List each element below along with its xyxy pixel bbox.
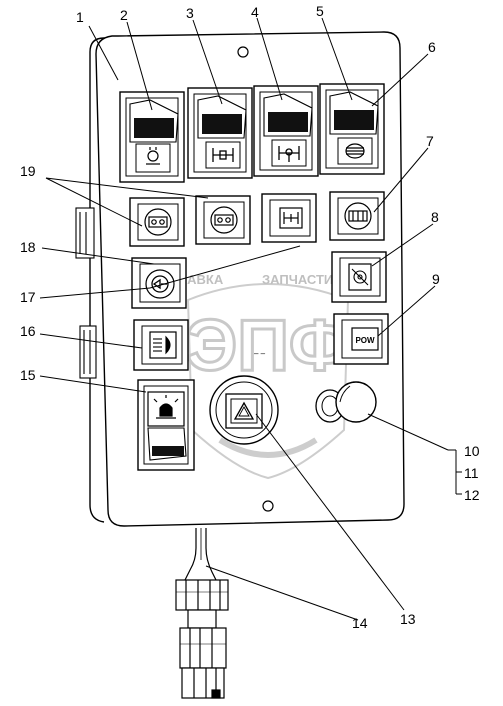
callout-15: 15 [20, 367, 36, 383]
watermark-line1: ЛАВКА [178, 272, 224, 287]
rocker-switch-3[interactable] [187, 87, 253, 179]
callout-5: 5 [316, 3, 324, 19]
axle-symbol-icon [148, 216, 168, 228]
button-diff-lock-small[interactable] [261, 193, 317, 243]
hazard-triangle-icon [233, 401, 255, 420]
button-19-left[interactable] [129, 197, 185, 247]
button-19-right[interactable] [195, 195, 251, 245]
callout-19: 19 [20, 163, 36, 179]
callout-8: 8 [431, 209, 439, 225]
watermark-big: ЭПФ [186, 306, 350, 386]
callout-12: 12 [464, 487, 480, 503]
callout-13: 13 [400, 611, 416, 627]
callout-17: 17 [20, 289, 36, 305]
pow-icon: POW [355, 336, 375, 345]
button-9[interactable]: POW [333, 313, 389, 365]
gearbox-symbol-icon [348, 210, 368, 222]
callout-6: 6 [428, 39, 436, 55]
callout-10: 10 [464, 443, 480, 459]
callout-2: 2 [120, 7, 128, 23]
rear-fog-icon [345, 143, 365, 159]
filter-icon [351, 268, 369, 286]
axle-lock-icon [212, 148, 234, 162]
callout-labels: 1 2 3 4 5 6 7 8 9 10 11 12 13 14 15 16 1… [20, 3, 480, 631]
mounting-hole-top [237, 46, 249, 58]
hazard-button-13[interactable] [209, 375, 279, 445]
button-18[interactable] [131, 257, 187, 309]
emergency-stop-button-10[interactable] [315, 381, 377, 423]
callout-4: 4 [251, 4, 259, 20]
cable-connector [175, 528, 229, 699]
rocker-switch-5[interactable] [319, 83, 385, 175]
callout-7: 7 [426, 133, 434, 149]
mounting-hole-bottom [262, 500, 274, 512]
callout-9: 9 [432, 271, 440, 287]
callout-1: 1 [76, 9, 84, 25]
callout-11: 11 [464, 465, 479, 481]
differential-lock-icon [278, 146, 300, 162]
callout-3: 3 [186, 5, 194, 21]
cab-light-icon [146, 147, 160, 165]
pow-label: POW [355, 336, 375, 345]
headlamp-icon [153, 335, 171, 355]
watermark: ЛАВКА ЗАПЧАСТИ ЭПФ [178, 272, 352, 480]
side-bracket-upper [75, 207, 95, 259]
side-bracket-lower [79, 325, 97, 379]
rocker-switch-2[interactable] [119, 91, 185, 183]
callout-14: 14 [352, 615, 368, 631]
callout-16: 16 [20, 323, 36, 339]
tiny-mark: – – [254, 349, 266, 358]
axle-symbol-icon [214, 214, 234, 226]
emergency-stop-icon [339, 385, 351, 403]
rocker-switch-4[interactable] [253, 85, 319, 177]
button-7[interactable] [329, 191, 385, 241]
button-8[interactable] [331, 251, 387, 303]
differential-lock-icon [283, 212, 299, 224]
button-16[interactable] [133, 319, 189, 371]
watermark-line2: ЗАПЧАСТИ [262, 272, 333, 287]
callout-18: 18 [20, 239, 36, 255]
rocker-switch-15[interactable] [137, 379, 195, 471]
beacon-icon [153, 395, 179, 419]
leader-lines [39, 17, 462, 621]
